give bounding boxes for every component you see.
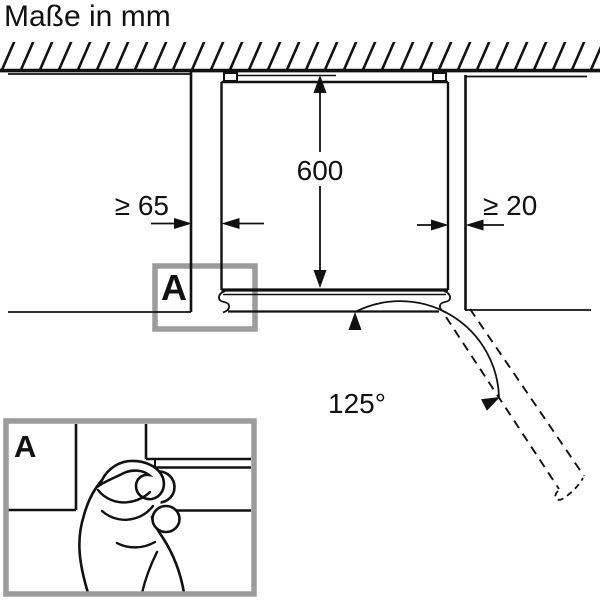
door-angle-label: 125° [328, 388, 386, 419]
appliance-door-open-dashed [445, 308, 585, 501]
arrowhead-down [313, 270, 327, 288]
detail-callout-box-main: A [152, 263, 258, 332]
hand-turning-spacer-illustration [78, 459, 186, 595]
door-break-mark-left [217, 290, 231, 314]
right-wall [464, 75, 591, 311]
arrowhead-left [221, 218, 240, 229]
detail-wall [7, 424, 78, 512]
dimension-left-clearance: ≥ 65 [115, 190, 264, 229]
arrowhead-arc-start [348, 312, 362, 330]
detail-view: A [3, 418, 257, 597]
dimension-door-angle: 125° [328, 300, 500, 419]
left-wall [8, 71, 193, 313]
page-title: Maße in mm [4, 0, 171, 33]
wall-spacer-left [223, 72, 238, 82]
thumb-nail [151, 504, 181, 534]
wall-spacer-right [432, 72, 447, 82]
arrowhead-right [431, 219, 449, 231]
rear-wall-hatching [0, 42, 600, 75]
detail-callout-label-main: A [161, 267, 187, 308]
open-door-break-mark [554, 477, 584, 501]
right-clearance-label: ≥ 20 [483, 190, 537, 221]
appliance-body [220, 72, 450, 290]
arrowhead-up [313, 75, 327, 93]
arrowhead-left [465, 219, 484, 231]
appliance-door-closed [217, 288, 452, 314]
detail-view-border [3, 418, 257, 597]
depth-dimension-label: 600 [297, 155, 344, 186]
dimension-depth: 600 [297, 75, 344, 288]
detail-view-label: A [14, 429, 36, 464]
arrowhead-right [174, 218, 192, 229]
dimension-right-clearance: ≥ 20 [417, 190, 537, 231]
hatch-band [0, 42, 600, 70]
arrowhead-arc-end [481, 397, 500, 411]
left-clearance-label: ≥ 65 [115, 190, 169, 221]
